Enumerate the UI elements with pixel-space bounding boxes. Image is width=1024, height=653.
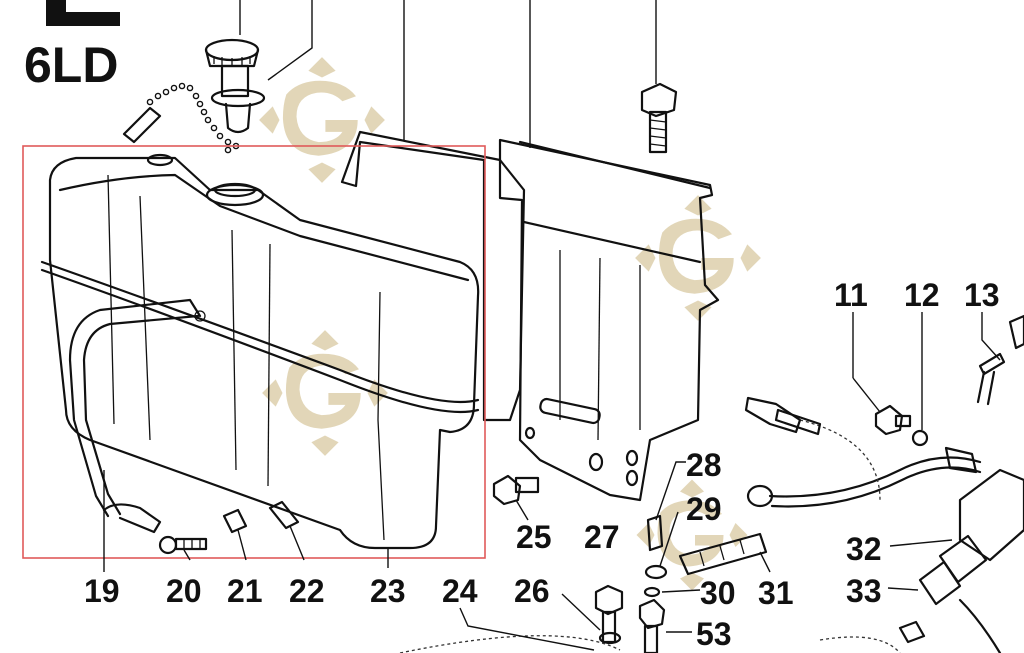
washer-part-29 <box>644 564 668 580</box>
bolt-part-25 <box>492 474 540 506</box>
part-label-19: 19 <box>84 573 120 609</box>
fuel-tank <box>40 153 480 550</box>
part-label-20: 20 <box>166 573 202 609</box>
gasket <box>340 130 526 422</box>
washer-part-30 <box>643 586 661 598</box>
retaining-chain <box>146 82 240 154</box>
part-label-24: 24 <box>442 573 478 609</box>
hex-bolt <box>640 82 678 154</box>
nut-part-12 <box>911 429 929 447</box>
part-number-labels: 11 12 13 19 20 21 22 23 24 25 26 27 28 2… <box>84 277 1000 652</box>
part-label-11: 11 <box>834 277 868 313</box>
washer-part-26 <box>598 631 622 645</box>
g-logo-watermark-icon <box>259 57 385 183</box>
screw-part-28 <box>646 514 664 552</box>
part-label-29: 29 <box>686 491 722 527</box>
part-label-25: 25 <box>516 519 552 555</box>
model-label: 6LD <box>24 37 118 93</box>
part-label-22: 22 <box>289 573 325 609</box>
part-label-53: 53 <box>696 616 732 652</box>
part-label-30: 30 <box>700 575 736 611</box>
part-label-26: 26 <box>514 573 550 609</box>
fitting-part-53 <box>638 598 666 653</box>
g-logo-watermark-icon <box>635 195 761 321</box>
tank-strap <box>68 298 206 534</box>
fuel-line-assembly <box>399 396 1024 653</box>
part-label-32: 32 <box>846 531 882 567</box>
plug-part-22 <box>268 500 300 530</box>
part-label-27: 27 <box>584 519 620 555</box>
part-23-highlight-box <box>22 145 486 559</box>
part-label-23: 23 <box>370 573 406 609</box>
filler-cap <box>204 38 266 134</box>
label-leader-lines <box>103 312 1001 651</box>
part-label-28: 28 <box>686 447 722 483</box>
stud-part-13 <box>976 314 1024 406</box>
bolt-part-11 <box>874 404 912 436</box>
retaining-pin <box>122 106 162 144</box>
part-label-21: 21 <box>227 573 263 609</box>
plug-part-21 <box>222 508 248 534</box>
diagram-header-mark <box>46 0 120 26</box>
part-label-13: 13 <box>964 277 1000 313</box>
mounting-bracket <box>498 138 720 502</box>
part-label-31: 31 <box>758 575 794 611</box>
top-leader-lines <box>239 0 657 148</box>
screw-part-20 <box>158 535 208 555</box>
part-label-12: 12 <box>904 277 940 313</box>
part-label-33: 33 <box>846 573 882 609</box>
sight-tube-part-31 <box>678 532 768 576</box>
